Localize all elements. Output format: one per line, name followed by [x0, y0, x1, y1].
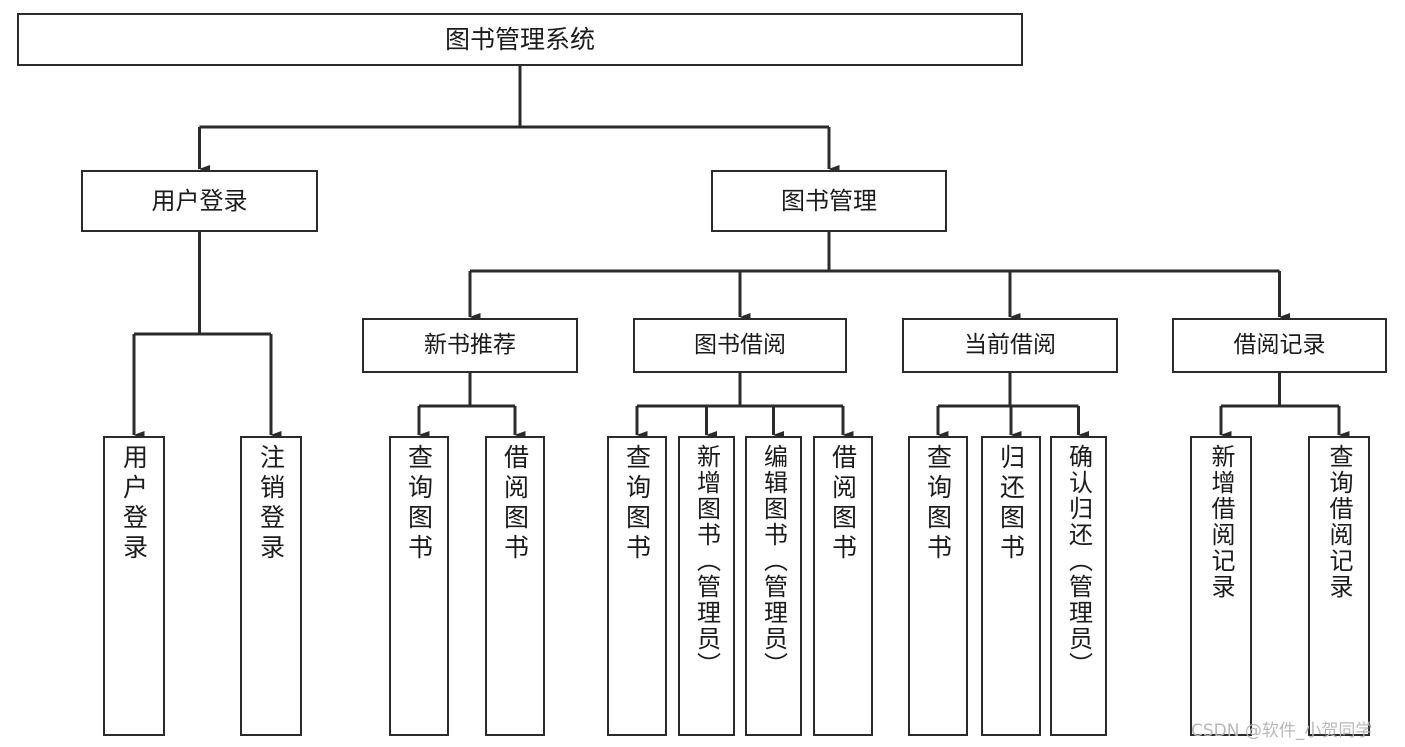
node-leaf-confirm-return-admin[interactable]: 确认归还（管理员）	[1050, 436, 1107, 736]
watermark-label: CSDN @软件_小贺同学	[1191, 721, 1373, 741]
node-leaf-query-book-2[interactable]: 查询图书	[607, 436, 667, 736]
node-leaf-add-book-admin[interactable]: 新增图书（管理员）	[678, 436, 735, 736]
node-label: 用户登录	[119, 444, 149, 564]
node-label: 当前借阅	[964, 332, 1056, 358]
node-new-book-recommend[interactable]: 新书推荐	[362, 318, 578, 373]
node-label: 归还图书	[996, 444, 1026, 564]
node-leaf-query-book-1[interactable]: 查询图书	[389, 436, 449, 736]
node-label: 确认归还（管理员）	[1064, 444, 1093, 678]
node-label: 查询图书	[404, 444, 434, 564]
node-label: 借阅图书	[500, 444, 530, 564]
node-book-manage[interactable]: 图书管理	[711, 170, 947, 232]
node-label: 图书管理系统	[444, 25, 595, 54]
node-borrow-record[interactable]: 借阅记录	[1172, 318, 1387, 373]
node-label: 图书管理	[781, 187, 877, 215]
node-label: 注销登录	[256, 444, 286, 564]
node-book-borrow[interactable]: 图书借阅	[633, 318, 847, 373]
node-leaf-borrow-book-2[interactable]: 借阅图书	[813, 436, 873, 736]
node-label: 新增借阅记录	[1207, 444, 1235, 600]
node-current-borrow[interactable]: 当前借阅	[902, 318, 1118, 373]
node-label: 图书借阅	[694, 332, 786, 358]
node-label: 查询图书	[923, 444, 953, 564]
node-leaf-add-borrow-record[interactable]: 新增借阅记录	[1190, 436, 1252, 736]
node-leaf-query-borrow-record[interactable]: 查询借阅记录	[1308, 436, 1370, 736]
connector-lines	[132, 66, 1350, 439]
node-label: 查询图书	[622, 444, 652, 564]
node-leaf-user-login[interactable]: 用户登录	[103, 436, 165, 736]
node-user-login[interactable]: 用户登录	[81, 170, 318, 232]
node-leaf-logout-login[interactable]: 注销登录	[240, 436, 302, 736]
node-label: 借阅图书	[828, 444, 858, 564]
node-root[interactable]: 图书管理系统	[17, 13, 1023, 66]
node-leaf-edit-book-admin[interactable]: 编辑图书（管理员）	[745, 436, 802, 736]
node-leaf-query-book-3[interactable]: 查询图书	[908, 436, 968, 736]
node-leaf-return-book[interactable]: 归还图书	[981, 436, 1041, 736]
node-leaf-borrow-book-1[interactable]: 借阅图书	[485, 436, 545, 736]
node-label: 用户登录	[151, 187, 248, 215]
node-label: 借阅记录	[1233, 332, 1326, 358]
node-label: 查询借阅记录	[1325, 444, 1353, 600]
node-label: 新增图书（管理员）	[692, 444, 721, 678]
node-label: 新书推荐	[424, 332, 516, 358]
node-label: 编辑图书（管理员）	[759, 444, 788, 678]
